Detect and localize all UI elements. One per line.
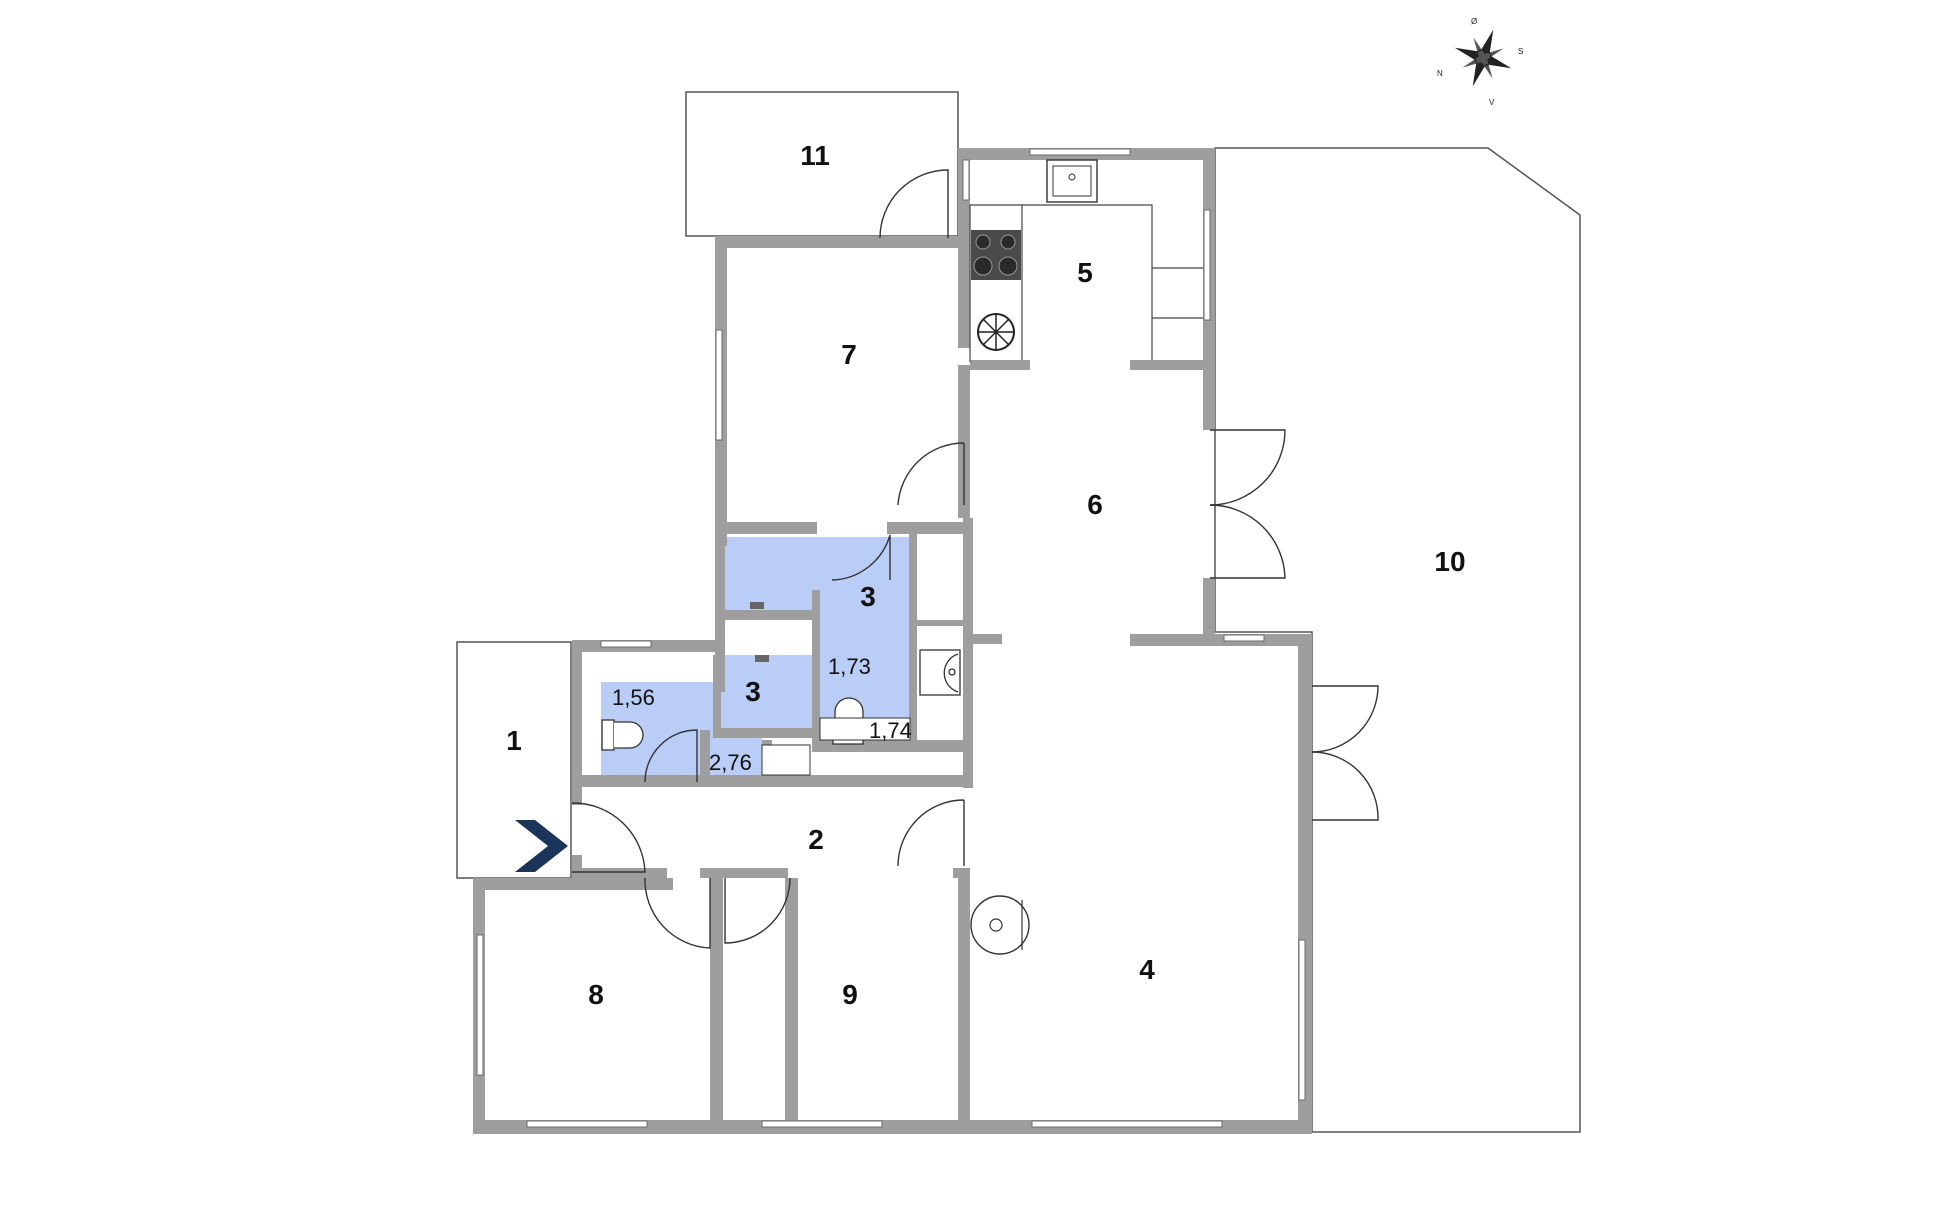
room-label-9: 9 bbox=[842, 979, 858, 1010]
heater-icon bbox=[970, 895, 1030, 955]
room-label-8: 8 bbox=[588, 979, 604, 1010]
room-label-3-lower: 3 bbox=[745, 676, 761, 707]
cooktop-icon bbox=[971, 230, 1021, 280]
room-label-7: 7 bbox=[841, 339, 857, 370]
terrace-10-outline bbox=[1214, 147, 1581, 1133]
compass-east: Ø bbox=[1471, 17, 1477, 26]
area-label-1-74: 1,74 bbox=[869, 718, 912, 743]
compass-rose-icon: N S V Ø bbox=[1437, 17, 1523, 107]
entry-arrow-icon bbox=[515, 820, 568, 872]
compass-west: V bbox=[1489, 98, 1495, 107]
room-label-1: 1 bbox=[506, 725, 522, 756]
room-label-2: 2 bbox=[808, 824, 824, 855]
toilet-icon bbox=[601, 719, 644, 751]
area-label-2-76: 2,76 bbox=[709, 750, 752, 775]
sink-icon bbox=[1046, 159, 1098, 203]
area-labels: 1,56 1,73 1,74 2,76 bbox=[612, 654, 912, 775]
fan-icon bbox=[977, 313, 1015, 351]
windows bbox=[476, 148, 1306, 1128]
shower-fixture-icon bbox=[750, 602, 769, 662]
room-label-5: 5 bbox=[1077, 257, 1093, 288]
area-label-1-56: 1,56 bbox=[612, 685, 655, 710]
cabinet bbox=[761, 744, 811, 776]
cabinet bbox=[819, 717, 911, 741]
room-label-3-upper: 3 bbox=[860, 581, 876, 612]
room-labels: 1 2 3 3 4 5 6 7 8 9 10 11 bbox=[506, 140, 1465, 1010]
kitchen-counter bbox=[969, 204, 1203, 362]
door-swing-icon bbox=[571, 169, 1379, 949]
compass-south: S bbox=[1518, 47, 1523, 56]
room-label-4: 4 bbox=[1139, 954, 1155, 985]
room-label-6: 6 bbox=[1087, 489, 1103, 520]
washbasin-icon bbox=[919, 649, 961, 696]
area-label-1-73: 1,73 bbox=[828, 654, 871, 679]
room-label-10: 10 bbox=[1434, 546, 1465, 577]
room-label-11: 11 bbox=[800, 140, 830, 171]
annex-11-outline bbox=[685, 91, 959, 237]
compass-north: N bbox=[1437, 69, 1443, 78]
